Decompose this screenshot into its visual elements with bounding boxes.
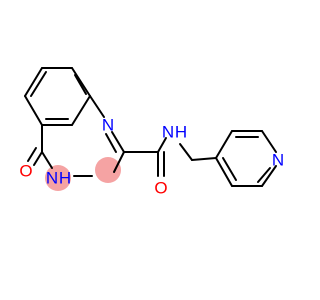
highlight-region xyxy=(45,157,121,191)
bond xyxy=(89,95,105,118)
bond xyxy=(71,95,91,126)
bond xyxy=(111,131,125,153)
atom-o4: O xyxy=(19,162,32,181)
atom-n1: N xyxy=(102,116,114,135)
bond xyxy=(222,157,237,181)
bond xyxy=(30,71,47,97)
bond xyxy=(215,157,233,187)
bond xyxy=(191,157,217,161)
bond xyxy=(33,151,43,166)
atom-amide-h: H xyxy=(175,123,187,142)
highlight-c2 xyxy=(95,157,121,183)
atom-n3: N xyxy=(46,169,58,188)
bond xyxy=(74,74,87,95)
bonds xyxy=(24,67,277,187)
bond xyxy=(71,67,91,97)
bond xyxy=(257,167,271,183)
bond xyxy=(105,133,117,153)
bond xyxy=(24,95,43,126)
molecule-structure: N N H O O N H N xyxy=(19,67,284,198)
highlight-nh xyxy=(45,165,71,191)
atom-labels: N N H O O N H N xyxy=(19,116,284,198)
bond xyxy=(261,165,277,187)
bond xyxy=(41,151,53,169)
atom-amide-o: O xyxy=(154,179,167,198)
atom-h3: H xyxy=(59,169,71,188)
atom-amide-n: N xyxy=(162,123,174,142)
bond xyxy=(113,151,125,173)
bond xyxy=(27,147,37,162)
bond xyxy=(179,143,193,161)
bond xyxy=(157,137,167,153)
bond xyxy=(261,130,277,153)
bond xyxy=(215,130,233,159)
atom-pyridine-n: N xyxy=(272,151,284,170)
bond xyxy=(24,67,43,97)
